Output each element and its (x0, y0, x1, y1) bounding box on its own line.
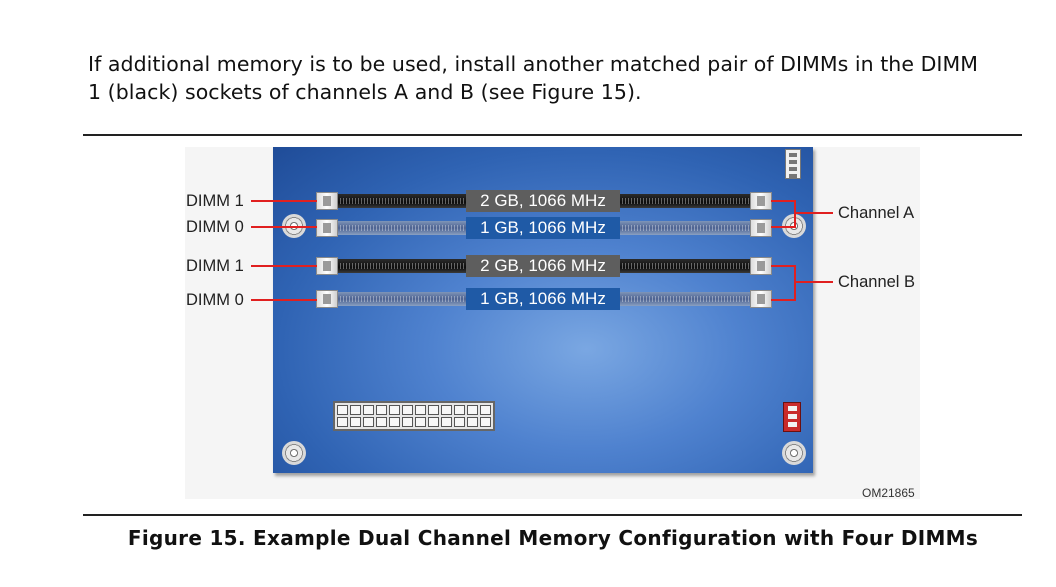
bottom-divider (83, 514, 1022, 516)
slot-latch (750, 219, 772, 237)
leader-line (794, 265, 796, 301)
dimm-label: DIMM 0 (186, 218, 244, 236)
leader-line (251, 265, 317, 267)
intro-paragraph: If additional memory is to be used, inst… (88, 52, 978, 104)
slot-latch (316, 192, 338, 210)
slot-latch (316, 219, 338, 237)
leader-line (251, 226, 317, 228)
top-divider (83, 134, 1022, 136)
leader-line (771, 226, 795, 228)
dimm-capacity-label: 1 GB, 1066 MHz (466, 217, 620, 239)
fan-header (785, 149, 801, 179)
channel-label: Channel A (838, 204, 915, 222)
leader-line (771, 265, 795, 267)
dimm-capacity-label: 1 GB, 1066 MHz (466, 288, 620, 310)
slot-latch (316, 257, 338, 275)
figure-id: OM21865 (862, 486, 915, 500)
leader-line (795, 212, 833, 214)
dimm-label: DIMM 1 (186, 192, 244, 210)
leader-line (771, 200, 795, 202)
power-connector (333, 401, 495, 431)
dimm-label: DIMM 1 (186, 257, 244, 275)
dimm-label: DIMM 0 (186, 291, 244, 309)
slot-latch (750, 192, 772, 210)
slot-latch (316, 290, 338, 308)
channel-label: Channel B (838, 273, 916, 291)
leader-line (795, 281, 833, 283)
slot-latch (750, 257, 772, 275)
leader-line (251, 200, 317, 202)
mounting-hole (782, 441, 806, 465)
leader-line (794, 200, 796, 228)
red-header (783, 402, 801, 432)
leader-line (771, 299, 795, 301)
mounting-hole (282, 441, 306, 465)
dimm-capacity-label: 2 GB, 1066 MHz (466, 190, 620, 212)
leader-line (251, 299, 317, 301)
figure-caption: Figure 15. Example Dual Channel Memory C… (127, 526, 979, 550)
slot-latch (750, 290, 772, 308)
dimm-capacity-label: 2 GB, 1066 MHz (466, 255, 620, 277)
